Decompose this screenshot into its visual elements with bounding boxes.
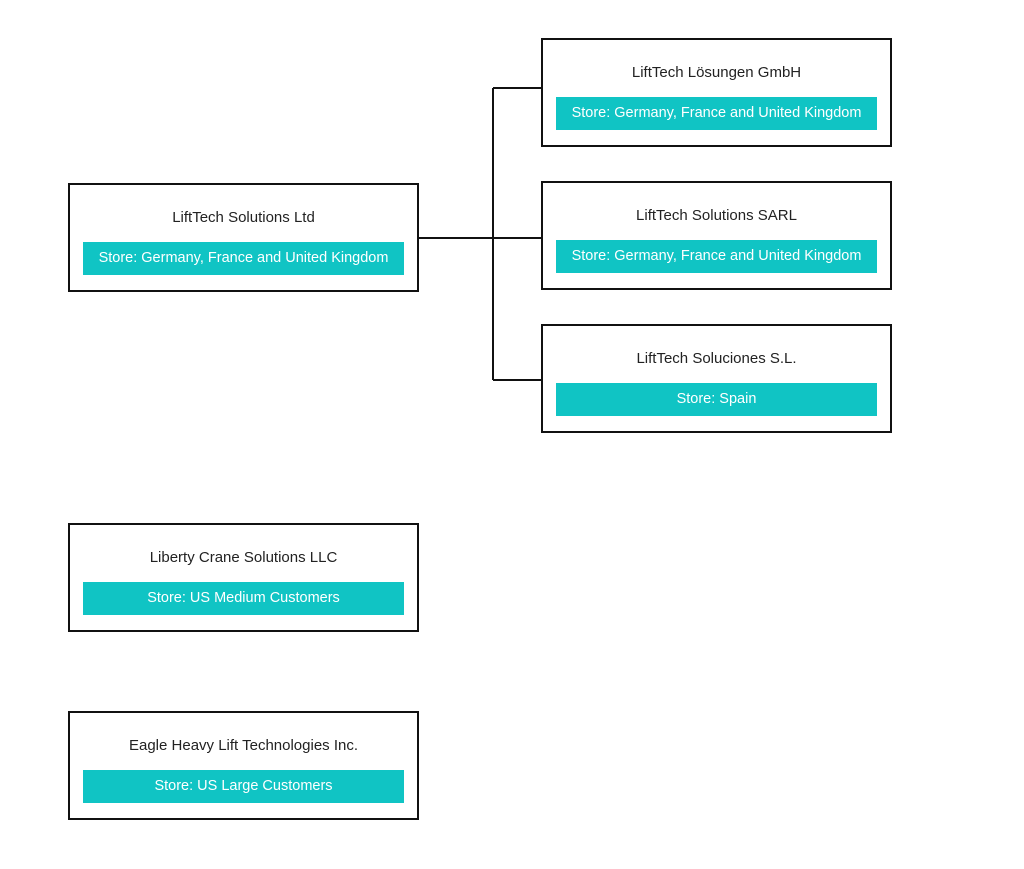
node-title: Liberty Crane Solutions LLC xyxy=(149,549,338,566)
node-store-badge: Store: Spain xyxy=(556,383,877,416)
node-title: LiftTech Solutions SARL xyxy=(636,207,797,224)
node-standalone-large[interactable]: Eagle Heavy Lift Technologies Inc. Store… xyxy=(68,711,419,820)
node-child-de[interactable]: LiftTech Lösungen GmbH Store: Germany, F… xyxy=(541,38,892,147)
node-standalone-medium[interactable]: Liberty Crane Solutions LLC Store: US Me… xyxy=(68,523,419,632)
node-title: LiftTech Solutions Ltd xyxy=(172,209,315,226)
node-store-badge: Store: US Large Customers xyxy=(83,770,404,803)
node-store-badge: Store: Germany, France and United Kingdo… xyxy=(83,242,404,275)
node-store-badge: Store: Germany, France and United Kingdo… xyxy=(556,240,877,273)
node-store-badge: Store: Germany, France and United Kingdo… xyxy=(556,97,877,130)
node-title: LiftTech Lösungen GmbH xyxy=(631,64,802,81)
node-child-es[interactable]: LiftTech Soluciones S.L. Store: Spain xyxy=(541,324,892,433)
node-store-badge: Store: US Medium Customers xyxy=(83,582,404,615)
node-child-fr[interactable]: LiftTech Solutions SARL Store: Germany, … xyxy=(541,181,892,290)
node-title: Eagle Heavy Lift Technologies Inc. xyxy=(128,737,359,754)
node-title: LiftTech Soluciones S.L. xyxy=(636,350,797,367)
node-root[interactable]: LiftTech Solutions Ltd Store: Germany, F… xyxy=(68,183,419,292)
